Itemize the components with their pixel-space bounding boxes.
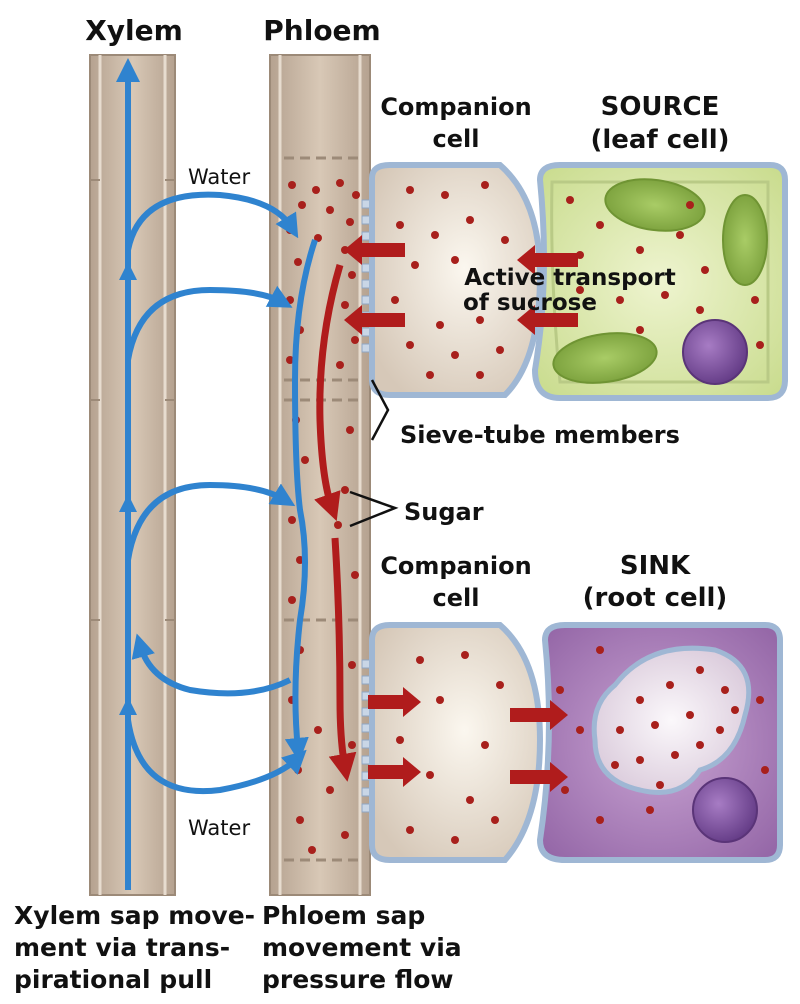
sieve-tube-label: Sieve-tube members	[400, 421, 680, 449]
phloem-water-path	[284, 239, 318, 762]
sink-label-line1: SINK	[620, 551, 691, 581]
chloroplast	[604, 178, 706, 232]
nucleus	[682, 319, 748, 385]
xylem-title: Xylem	[85, 14, 183, 47]
active-transport-line2: of sucrose	[463, 290, 597, 316]
source-label-line2: (leaf cell)	[590, 125, 729, 155]
sink-root-cell	[536, 622, 783, 863]
xylem-caption-line: ment via trans-	[14, 933, 231, 962]
xylem-caption-line: pirational pull	[14, 965, 213, 994]
phloem-caption-line: Phloem sap	[262, 901, 426, 930]
active-transport-arrows	[344, 235, 578, 335]
phloem-caption-line: movement via	[262, 933, 462, 962]
water-flow-arrows	[125, 191, 307, 795]
sugar-flow-arrows	[314, 264, 357, 782]
companion-cell-bottom-line1: Companion	[380, 552, 531, 580]
xylem-vessel	[89, 54, 176, 896]
source-companion-cell	[369, 162, 544, 398]
sieve-tube-bracket	[370, 379, 390, 441]
xylem-caption-line: Xylem sap move-	[14, 901, 256, 930]
companion-cell-top-line2: cell	[433, 125, 480, 153]
active-transport-line1: Active transport	[464, 265, 675, 291]
phloem-title: Phloem	[263, 14, 380, 47]
xylem-arrowheads	[119, 262, 137, 715]
water-label-bottom: Water	[188, 816, 250, 840]
vacuole	[591, 645, 752, 795]
sink-transport-arrows	[368, 687, 568, 792]
water-label-top: Water	[188, 165, 250, 189]
companion-cell-bottom-line2: cell	[433, 584, 480, 612]
phloem-caption: Phloem sap movement via pressure flow	[262, 900, 462, 996]
sugar-pointer	[349, 490, 399, 528]
companion-cell-top-line1: Companion	[380, 93, 531, 121]
chloroplast	[722, 194, 768, 286]
sugar-label: Sugar	[404, 498, 484, 526]
sink-label-line2: (root cell)	[583, 583, 728, 613]
source-label-line1: SOURCE	[601, 92, 720, 122]
chloroplast	[552, 332, 658, 384]
phloem-caption-line: pressure flow	[262, 965, 454, 994]
xylem-caption: Xylem sap move- ment via trans- piration…	[14, 900, 255, 996]
nucleus	[692, 777, 758, 843]
